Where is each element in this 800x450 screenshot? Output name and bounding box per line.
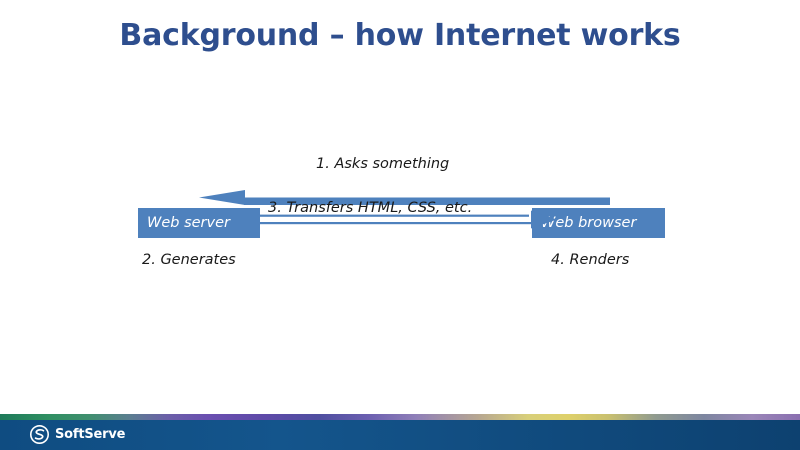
step-label-4: 4. Renders bbox=[551, 252, 630, 268]
diagram-node-web-browser: Web browser bbox=[532, 208, 665, 238]
footer-brand-label: SoftServe bbox=[55, 427, 126, 442]
step-label-2: 2. Generates bbox=[142, 252, 236, 268]
footer-bar bbox=[0, 420, 800, 450]
diagram-node-web-server-label: Web server bbox=[147, 215, 230, 231]
step-label-3: 3. Transfers HTML, CSS, etc. bbox=[268, 200, 473, 216]
page-title: Background – how Internet works bbox=[119, 18, 681, 53]
footer-logo: SoftServe bbox=[30, 425, 125, 444]
internet-flow-diagram: Web server Web browser 1. Asks something… bbox=[138, 156, 665, 268]
softserve-s-logo-icon bbox=[30, 425, 49, 444]
footer-gradient-divider bbox=[0, 414, 800, 420]
diagram-node-web-server: Web server bbox=[138, 208, 260, 238]
step-label-1: 1. Asks something bbox=[316, 156, 450, 172]
diagram-node-web-browser-label: Web browser bbox=[541, 215, 637, 231]
